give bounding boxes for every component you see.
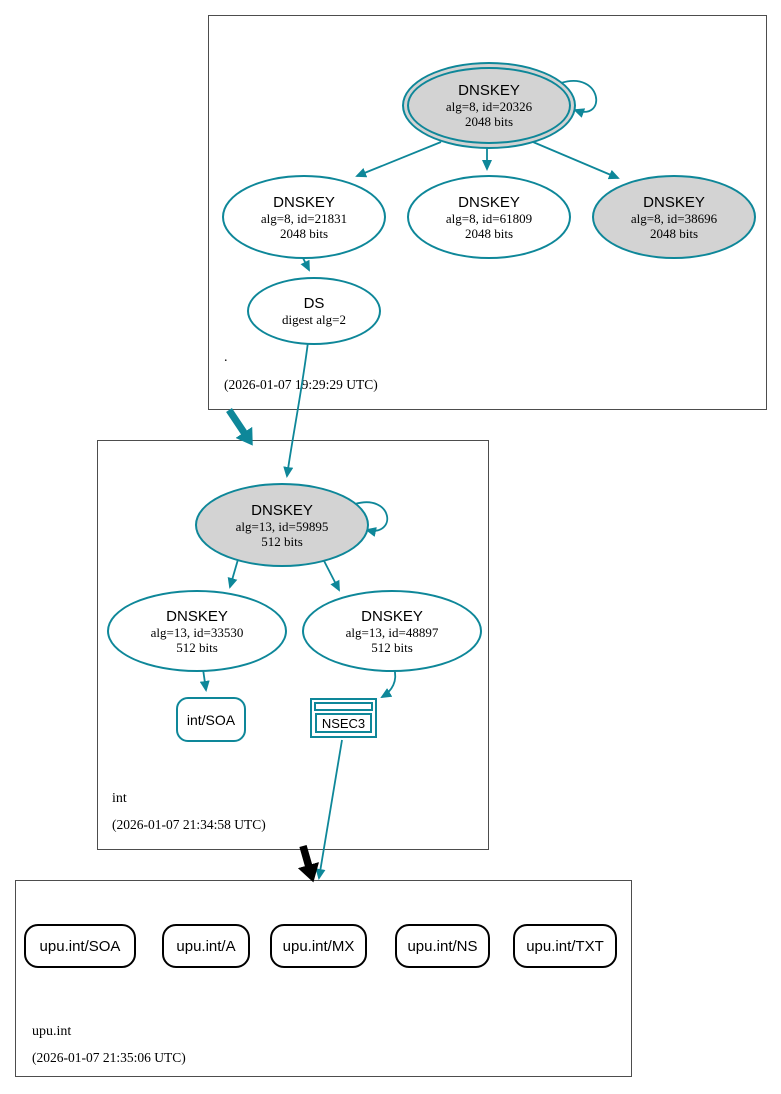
- rrset-node-upu-int-a[interactable]: upu.int/A: [162, 924, 250, 968]
- dnskey-ksk-inner-ring: DNSKEY alg=8, id=20326 2048 bits: [407, 67, 571, 144]
- rrset-label: upu.int/TXT: [526, 937, 604, 955]
- dnskey-title: DNSKEY: [273, 193, 335, 211]
- zone-label-int: int: [112, 791, 127, 806]
- dnskey-node-int-zsk-48897[interactable]: DNSKEY alg=13, id=48897 512 bits: [302, 590, 482, 672]
- dnskey-alg-id: alg=8, id=38696: [630, 210, 718, 226]
- rrset-node-int-soa[interactable]: int/SOA: [176, 697, 246, 742]
- dnskey-title: DNSKEY: [251, 501, 313, 519]
- rrset-label: int/SOA: [186, 711, 236, 728]
- dnskey-bits: 512 bits: [371, 639, 413, 655]
- zone-label-upu-int: upu.int: [32, 1024, 72, 1039]
- rrset-node-upu-int-txt[interactable]: upu.int/TXT: [513, 924, 617, 968]
- zone-box-upu-int: [15, 880, 632, 1077]
- dnskey-title: DNSKEY: [458, 82, 520, 99]
- dnskey-title: DNSKEY: [166, 607, 228, 625]
- dnskey-bits: 512 bits: [261, 533, 303, 549]
- dnskey-bits: 2048 bits: [464, 114, 514, 129]
- dnskey-alg-id: alg=8, id=20326: [445, 99, 533, 114]
- nsec3-label: NSEC3: [315, 713, 372, 733]
- dnskey-bits: 2048 bits: [279, 225, 329, 241]
- dnskey-bits: 512 bits: [176, 639, 218, 655]
- dnskey-alg-id: alg=13, id=48897: [345, 624, 439, 640]
- zone-timestamp-upu-int: (2026-01-07 21:35:06 UTC): [32, 1050, 186, 1065]
- rrset-label: upu.int/A: [176, 937, 236, 955]
- delegation-arrow-root-to-int-secure: [226, 408, 253, 446]
- dnskey-bits: 2048 bits: [464, 225, 514, 241]
- ds-node-int[interactable]: DS digest alg=2: [247, 277, 381, 345]
- rrset-label: upu.int/NS: [407, 937, 478, 955]
- dnskey-alg-id: alg=13, id=59895: [235, 518, 329, 534]
- dnskey-node-int-ksk-59895[interactable]: DNSKEY alg=13, id=59895 512 bits: [195, 483, 369, 567]
- dnskey-node-root-ksk-20326[interactable]: DNSKEY alg=8, id=20326 2048 bits: [402, 62, 576, 149]
- rrset-node-upu-int-soa[interactable]: upu.int/SOA: [24, 924, 136, 968]
- dnskey-node-int-zsk-33530[interactable]: DNSKEY alg=13, id=33530 512 bits: [107, 590, 287, 672]
- dnskey-bits: 2048 bits: [649, 225, 699, 241]
- zone-timestamp-root: (2026-01-07 19:29:29 UTC): [224, 377, 378, 392]
- dnskey-alg-id: alg=13, id=33530: [150, 624, 244, 640]
- ds-title: DS: [303, 295, 325, 312]
- dnskey-title: DNSKEY: [361, 607, 423, 625]
- rrset-node-upu-int-mx[interactable]: upu.int/MX: [270, 924, 367, 968]
- dnskey-node-root-zsk-21831[interactable]: DNSKEY alg=8, id=21831 2048 bits: [222, 175, 386, 259]
- dnskey-node-root-zsk-61809[interactable]: DNSKEY alg=8, id=61809 2048 bits: [407, 175, 571, 259]
- rrset-label: upu.int/SOA: [39, 937, 121, 955]
- dnskey-alg-id: alg=8, id=61809: [445, 210, 533, 226]
- zone-label-root: .: [224, 350, 228, 365]
- dnskey-node-root-zsk-38696[interactable]: DNSKEY alg=8, id=38696 2048 bits: [592, 175, 756, 259]
- rrset-node-upu-int-ns[interactable]: upu.int/NS: [395, 924, 490, 968]
- nsec3-node[interactable]: NSEC3: [310, 698, 377, 738]
- nsec3-top-strip: [314, 702, 373, 711]
- dnskey-title: DNSKEY: [643, 193, 705, 211]
- rrset-label: upu.int/MX: [282, 937, 355, 955]
- dnskey-title: DNSKEY: [458, 193, 520, 211]
- ds-digest-alg: digest alg=2: [281, 312, 347, 327]
- zone-box-root: [208, 15, 767, 410]
- zone-timestamp-int: (2026-01-07 21:34:58 UTC): [112, 817, 266, 832]
- dnskey-alg-id: alg=8, id=21831: [260, 210, 348, 226]
